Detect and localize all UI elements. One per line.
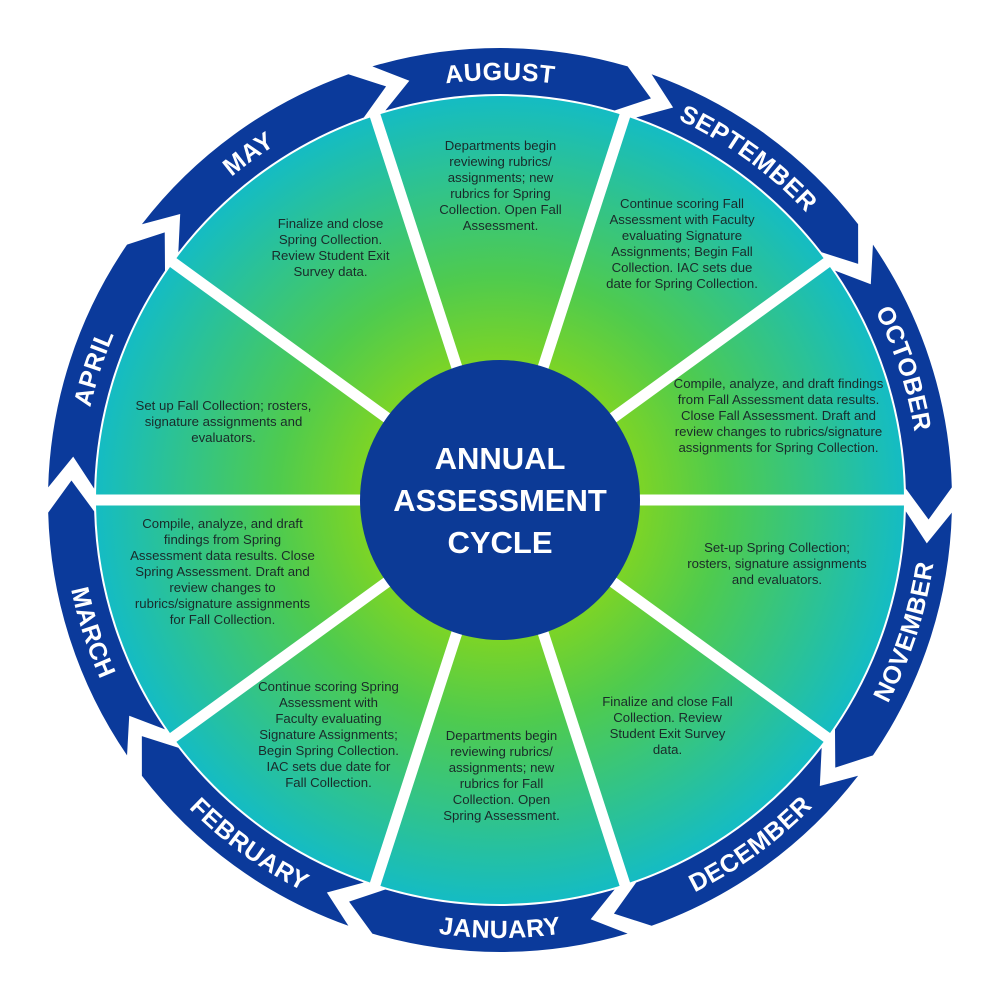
segment-divider: [537, 110, 632, 371]
month-arrow-march: [48, 480, 166, 756]
month-arrow-february: [141, 736, 364, 926]
segment-text-october: Compile, analyze, and draft findings fro…: [673, 376, 884, 455]
segment-text-december: Finalize and close Fall Collection. Revi…: [602, 694, 733, 757]
month-ring: [48, 47, 952, 952]
segment-divider: [608, 576, 834, 745]
segment-divider: [368, 110, 463, 371]
segment-divider: [368, 629, 463, 890]
center-title-line-2: ASSESSMENT: [393, 483, 607, 518]
month-arrow-december: [613, 747, 859, 926]
center-title-line-1: ANNUAL: [434, 441, 566, 476]
center-title-line-3: CYCLE: [447, 525, 553, 560]
center-title: ANNUAL ASSESSMENT CYCLE: [360, 438, 640, 564]
segment-text-august: Departments begin reviewing rubrics/ ass…: [439, 138, 562, 233]
month-arrow-april: [48, 232, 166, 489]
segment-text-january: Departments begin reviewing rubrics/ ass…: [443, 728, 560, 823]
month-arrow-october: [834, 244, 952, 520]
month-arrow-january: [349, 889, 628, 952]
segment-text-march: Compile, analyze, and draft findings fro…: [130, 516, 315, 627]
month-label-january: JANUARY: [438, 912, 563, 944]
segment-text-september: Continue scoring Fall Assessment with Fa…: [606, 196, 758, 291]
segment-divider: [166, 576, 392, 745]
segment-text-april: Set up Fall Collection; rosters, signatu…: [135, 398, 312, 445]
month-arrow-november: [834, 511, 952, 768]
month-label-august: AUGUST: [443, 58, 556, 90]
month-arrow-may: [141, 74, 387, 253]
segment-text-november: Set-up Spring Collection; rosters, signa…: [687, 540, 867, 587]
segment-text-may: Finalize and close Spring Collection. Re…: [271, 216, 390, 279]
month-arrow-august: [372, 47, 651, 111]
segment-text-february: Continue scoring Spring Assessment with …: [258, 679, 399, 790]
month-arrow-september: [636, 74, 859, 264]
segment-dividers: [92, 110, 908, 890]
segment-divider: [537, 629, 632, 890]
center-circle: [360, 360, 640, 640]
segment-divider: [166, 255, 392, 424]
segment-divider: [608, 255, 834, 424]
